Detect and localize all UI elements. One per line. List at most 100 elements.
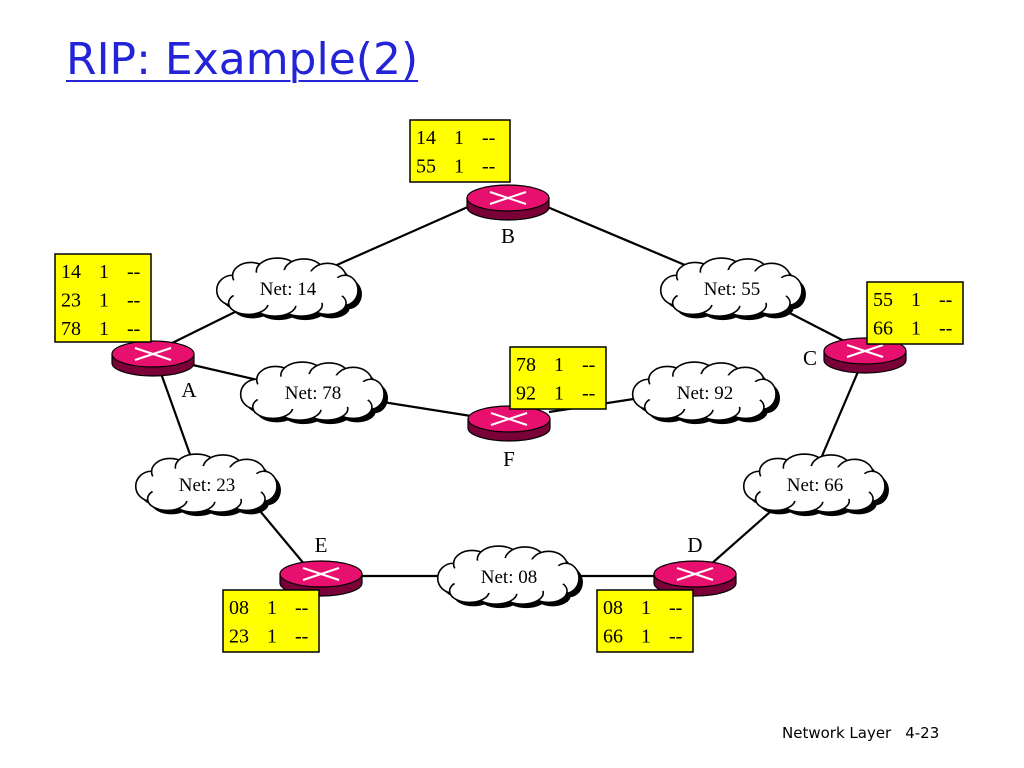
table-cell-dest-net: 92	[516, 383, 536, 405]
cloud-shape	[436, 545, 580, 605]
link-6	[375, 399, 472, 418]
network-cloud-23: Net: 23	[134, 453, 281, 517]
network-label-08: Net: 08	[481, 567, 537, 588]
router-D	[653, 560, 737, 597]
network-cloud-66: Net: 66	[742, 453, 889, 517]
table-cell-dest-net: 14	[416, 127, 436, 149]
table-cell-next-router: --	[482, 127, 495, 149]
link-4	[779, 307, 849, 344]
routing-table-box	[866, 281, 964, 345]
router-cross-icon	[302, 567, 340, 581]
router-cross-icon	[676, 567, 714, 581]
table-cell-hop-count: 1	[554, 354, 564, 376]
network-cloud-55: Net: 55	[659, 257, 806, 321]
table-cell-next-router: --	[295, 626, 308, 648]
table-row: 92 1 --	[516, 383, 595, 405]
table-cell-hop-count: 1	[454, 127, 464, 149]
router-cross-icon	[490, 412, 528, 426]
network-cloud-78: Net: 78	[239, 361, 389, 425]
table-cell-dest-net: 23	[61, 290, 81, 312]
table-cell-dest-net: 55	[873, 289, 893, 311]
routing-table-box	[509, 346, 607, 410]
slide-number: 4-23	[905, 724, 940, 742]
network-label-78: Net: 78	[285, 383, 341, 404]
links-layer	[156, 204, 862, 578]
table-cell-hop-count: 1	[454, 156, 464, 178]
router-cross-icon	[846, 344, 884, 358]
table-cell-dest-net: 08	[229, 597, 249, 619]
link-2	[329, 204, 471, 270]
routing-table-D: 08 1 -- 66 1 --	[596, 589, 694, 653]
networks-layer: Net: 14 Net: 55 Net: 78 Net: 92 Net: 23 Net: …	[134, 257, 889, 609]
routing-table-E: 08 1 -- 23 1 --	[222, 589, 320, 653]
table-cell-hop-count: 1	[911, 318, 921, 340]
table-cell-dest-net: 14	[61, 261, 81, 283]
router-label-D: D	[687, 533, 702, 557]
network-cloud-92: Net: 92	[631, 361, 781, 425]
table-row: 23 1 --	[229, 626, 308, 648]
network-label-23: Net: 23	[179, 475, 235, 496]
table-row: 78 1 --	[516, 354, 595, 376]
table-cell-next-router: --	[127, 261, 140, 283]
router-label-A: A	[181, 378, 197, 402]
router-B	[466, 184, 550, 221]
table-cell-next-router: --	[939, 289, 952, 311]
cloud-shape	[134, 453, 278, 513]
network-label-92: Net: 92	[677, 383, 733, 404]
table-cell-dest-net: 78	[516, 354, 536, 376]
table-cell-hop-count: 1	[99, 290, 109, 312]
router-A	[111, 340, 195, 377]
table-cell-hop-count: 1	[554, 383, 564, 405]
table-cell-dest-net: 08	[603, 597, 623, 619]
cloud-shape	[631, 361, 777, 421]
cloud-shape	[215, 257, 359, 317]
routing-table-box	[596, 589, 694, 653]
table-cell-next-router: --	[939, 318, 952, 340]
table-cell-hop-count: 1	[641, 626, 651, 648]
table-cell-dest-net: 66	[603, 626, 623, 648]
table-cell-next-router: --	[582, 383, 595, 405]
table-cell-hop-count: 1	[267, 597, 277, 619]
router-label-B: B	[501, 224, 515, 248]
table-cell-next-router: --	[669, 626, 682, 648]
network-label-14: Net: 14	[260, 279, 317, 300]
table-row: 08 1 --	[229, 597, 308, 619]
routing-table-box	[54, 253, 152, 343]
network-label-66: Net: 66	[787, 475, 843, 496]
table-cell-dest-net: 23	[229, 626, 249, 648]
cloud-shape	[742, 453, 886, 513]
link-8	[156, 364, 194, 461]
network-cloud-08: Net: 08	[436, 545, 583, 609]
table-cell-dest-net: 66	[873, 318, 893, 340]
router-cross-icon	[134, 347, 172, 361]
link-10	[820, 366, 862, 457]
table-cell-next-router: --	[582, 354, 595, 376]
cloud-shape	[239, 361, 385, 421]
network-label-55: Net: 55	[704, 279, 760, 300]
router-label-F: F	[503, 447, 515, 471]
table-cell-hop-count: 1	[99, 261, 109, 283]
routing-table-F: 78 1 -- 92 1 --	[509, 346, 607, 410]
table-row: 66 1 --	[603, 626, 682, 648]
table-cell-dest-net: 78	[61, 318, 81, 340]
table-row: 08 1 --	[603, 597, 682, 619]
table-cell-hop-count: 1	[641, 597, 651, 619]
table-cell-next-router: --	[295, 597, 308, 619]
router-cross-icon	[489, 191, 527, 205]
cloud-shape	[659, 257, 803, 317]
routing-table-box	[222, 589, 320, 653]
router-label-C: C	[803, 346, 817, 370]
table-cell-next-router: --	[669, 597, 682, 619]
table-cell-hop-count: 1	[267, 626, 277, 648]
table-cell-hop-count: 1	[99, 318, 109, 340]
